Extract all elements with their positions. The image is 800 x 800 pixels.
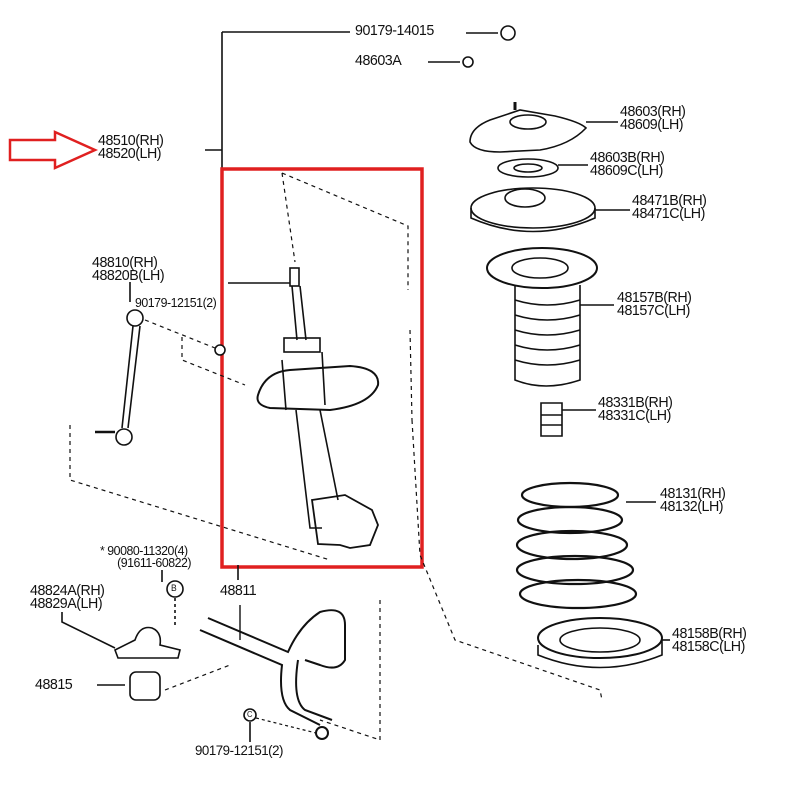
label-nut-top: 90179-14015: [355, 22, 434, 39]
bumper-rh: 48331B(RH): [598, 394, 673, 411]
leader-strut: [205, 31, 350, 168]
strut-assembly: [228, 172, 413, 549]
upper-seat-rh: 48471B(RH): [632, 192, 707, 209]
mount-lh: 48609(LH): [620, 116, 684, 133]
stabilizer-bushing: [97, 664, 231, 701]
strut-mount: [469, 102, 618, 153]
label-bolt: * 90080-11320(4)(91611-60822): [100, 543, 192, 570]
insulator-lh: 48158C(LH): [672, 638, 745, 655]
strut-rh: 48510(RH): [98, 132, 164, 149]
label-boot: 48157B(RH)48157C(LH): [617, 289, 692, 319]
nut-icon: [462, 56, 474, 68]
bumper-lh: 48331C(LH): [598, 407, 671, 424]
label-stabilizer-bar: 48811: [220, 582, 257, 599]
insulator-rh: 48158B(RH): [672, 625, 747, 642]
highlight-arrow-icon: [8, 130, 99, 170]
stabilizer-bar: [199, 605, 346, 740]
bearing-rh: 48603B(RH): [590, 149, 665, 166]
boot-rh: 48157B(RH): [617, 289, 692, 306]
label-mount: 48603(RH)48609(LH): [620, 103, 686, 133]
label-bracket: 48824A(RH)48829A(LH): [30, 582, 105, 612]
label-lower-insulator: 48158B(RH)48158C(LH): [672, 625, 747, 655]
bearing-lh: 48609C(LH): [590, 162, 663, 179]
nut-marker-circle: [243, 708, 257, 722]
bracket-rh: 48824A(RH): [30, 582, 105, 599]
bearing: [497, 158, 588, 178]
label-strut: 48510(RH) 48520(LH): [98, 132, 164, 162]
spring-rh: 48131(RH): [660, 485, 726, 502]
bracket-lh: 48829A(LH): [30, 595, 103, 612]
dust-boot: [486, 247, 614, 387]
upper-seat-lh: 48471C(LH): [632, 205, 705, 222]
spring-lh: 48132(LH): [660, 498, 724, 515]
boot-lh: 48157C(LH): [617, 302, 690, 319]
label-bar-nut: 90179-12151(2): [195, 742, 284, 758]
stabilizer-bracket: [61, 612, 181, 659]
label-bumper: 48331B(RH)48331C(LH): [598, 394, 673, 424]
link-rh: 48810(RH): [92, 254, 158, 271]
leader-nuts: [428, 32, 498, 63]
strut-lh: 48520(LH): [98, 145, 162, 162]
link-lh: 48820B(LH): [92, 267, 165, 284]
label-bushing: 48815: [35, 676, 73, 693]
bolt-line2: (91611-60822): [117, 555, 192, 570]
mount-rh: 48603(RH): [620, 103, 686, 120]
label-nut-a: 48603A: [355, 52, 402, 69]
highlight-box: [220, 167, 424, 569]
label-upper-seat: 48471B(RH)48471C(LH): [632, 192, 707, 222]
bump-stopper: [540, 402, 596, 437]
bolt-marker: B: [171, 583, 177, 593]
label-spring: 48131(RH)48132(LH): [660, 485, 726, 515]
stabilizer-link: [95, 282, 246, 446]
nut-icon: [500, 25, 516, 41]
label-bearing: 48603B(RH)48609C(LH): [590, 149, 665, 179]
label-link-nut: 90179-12151(2): [135, 295, 217, 310]
bolt-line1: * 90080-11320(4): [100, 543, 188, 558]
nut-marker: C: [247, 710, 253, 719]
coil-spring: [515, 481, 656, 610]
bolt-marker-circle: [166, 580, 184, 598]
label-link: 48810(RH)48820B(LH): [92, 254, 165, 284]
upper-spring-seat: [470, 187, 630, 233]
lower-insulator: [537, 617, 670, 669]
